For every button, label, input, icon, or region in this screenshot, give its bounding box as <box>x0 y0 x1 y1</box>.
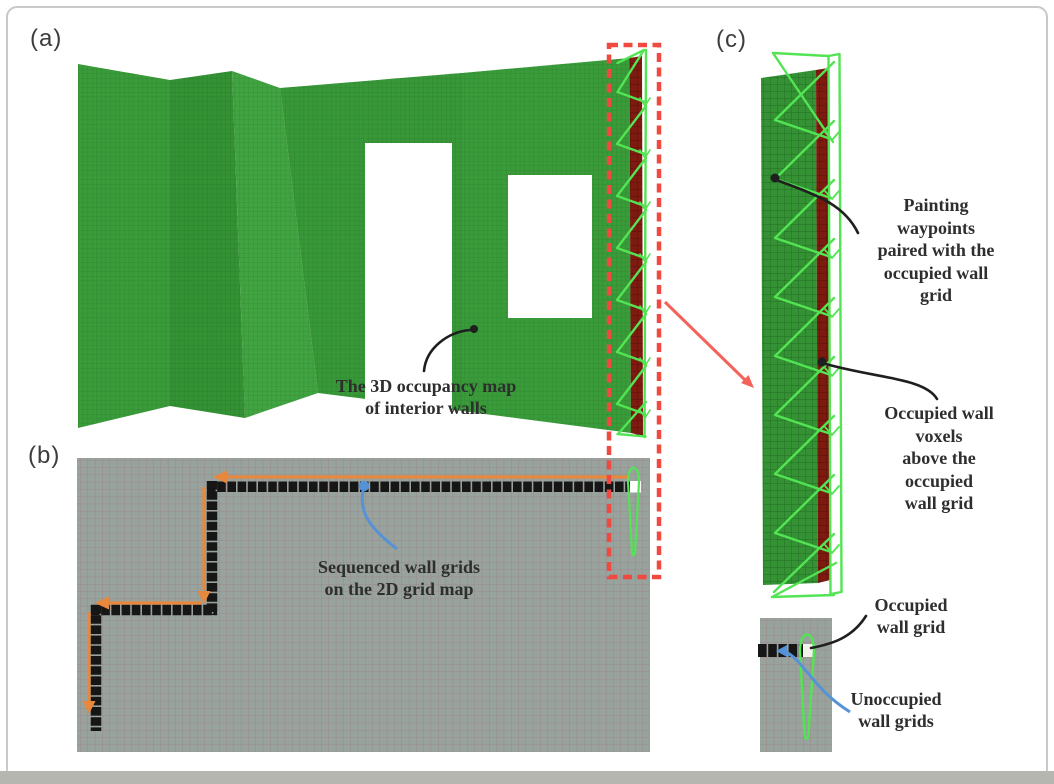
door-opening <box>365 143 452 410</box>
annotation-curve-occupied <box>809 614 868 650</box>
annotation-occupied-wall-voxels: Occupied wall voxels above the occupied … <box>884 403 994 513</box>
pointer-curve-sequence <box>360 490 398 551</box>
annotation-occupied-wall-grid: Occupied wall grid <box>874 595 948 637</box>
painting-waypoint-path-a <box>615 48 651 439</box>
wall-grid-needle <box>626 466 641 557</box>
sequence-arrowhead-1 <box>213 470 227 484</box>
annotation-sequenced-wall-grids: Sequenced wall grids on the 2D grid map <box>317 557 481 599</box>
sequence-arrows <box>82 470 630 714</box>
painting-waypoint-path-c <box>770 51 843 599</box>
waypoint-top-triangle-c <box>771 51 835 144</box>
pointer-arrowhead-unoccupied <box>776 645 787 657</box>
annotation-curve-3d-map <box>422 328 472 373</box>
panel-b-2d-grid-map <box>77 458 650 752</box>
zoom-arrow-head <box>741 375 754 388</box>
panel-c-zoomed-wall <box>758 51 939 752</box>
annotation-curve-waypoints <box>777 179 860 235</box>
waypoint-rail-c <box>827 52 843 596</box>
window-opening <box>508 175 592 318</box>
pointer-dot-sequence <box>358 480 370 492</box>
sequence-arrowhead-3 <box>95 596 109 610</box>
bottom-page-bar <box>0 771 1054 784</box>
waypoint-direction-ticks-c <box>824 131 840 554</box>
panel-a-label: (a) <box>30 25 63 52</box>
zoom-arrow-line <box>663 300 748 383</box>
mini-occupied-cell <box>803 644 813 657</box>
wall-mesh-texture <box>78 58 631 433</box>
zoom-callout-arrow <box>663 300 754 388</box>
waypoint-zigzag-a <box>615 48 648 438</box>
panel-a-3d-occupancy-map <box>78 48 651 439</box>
annotation-dot-3d-map <box>470 325 478 333</box>
annotation-painting-waypoints: Painting waypoints paired with the occup… <box>877 195 995 305</box>
annotation-3d-occupancy-map: The 3D occupancy map of interior walls <box>335 376 517 418</box>
waypoint-rail-a <box>643 48 648 439</box>
mini-grid-map <box>760 618 832 752</box>
waypoint-direction-ticks-a <box>639 97 651 419</box>
annotation-curve-voxels <box>824 362 939 401</box>
annotation-unoccupied-wall-grids: Unoccupied wall grids <box>850 689 942 731</box>
wall-grid-path <box>90 481 630 731</box>
pointer-curve-unoccupied <box>785 650 851 714</box>
panel-b-label: (b) <box>28 442 61 469</box>
mini-needle <box>798 633 816 740</box>
sequence-arrowhead-2 <box>197 591 211 604</box>
voxel-dot <box>817 357 827 367</box>
panel-c-label: (c) <box>716 26 747 53</box>
zoom-wall-texture <box>761 70 818 585</box>
mini-grid-diagram <box>758 614 868 752</box>
waypoint-dot <box>770 173 780 183</box>
sequence-arrowhead-4 <box>82 701 96 714</box>
occupied-wall-grid-cell <box>630 481 641 493</box>
